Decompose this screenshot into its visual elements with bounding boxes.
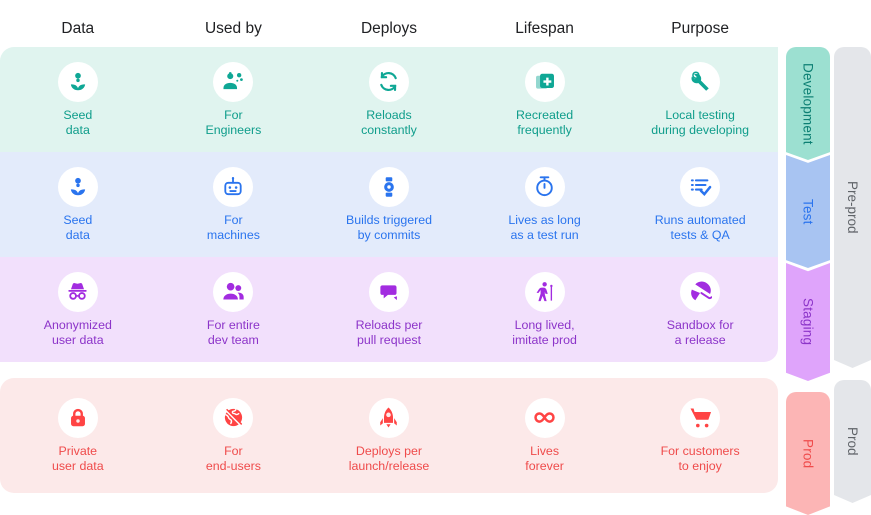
- cell-label: Lives as long as a test run: [508, 212, 581, 242]
- stage-bar-label: Prod: [800, 438, 816, 469]
- group-bar-label: Prod: [845, 427, 860, 456]
- cell-label: Builds triggered by commits: [345, 212, 433, 242]
- cell-prod-purpose: For customers to enjoy: [622, 397, 778, 474]
- column-header-purpose: Purpose: [671, 20, 730, 37]
- stage-bar-staging[interactable]: Staging: [786, 263, 830, 381]
- group-bar-pre-prod[interactable]: Pre-prod: [834, 47, 871, 368]
- group-bar-prod[interactable]: Prod: [834, 380, 871, 503]
- cell-staging-purpose: Sandbox for a release: [622, 271, 778, 348]
- cell-staging-deploys: Reloads per pull request: [311, 271, 467, 348]
- engineer-icon: [213, 61, 254, 102]
- cell-label: For machines: [206, 212, 260, 242]
- seedling-icon: [57, 166, 98, 207]
- cell-label: Deploys per launch/release: [348, 443, 430, 473]
- stopwatch-icon: [524, 166, 565, 207]
- robot-icon: [213, 166, 254, 207]
- cell-label: Anonymized user data: [43, 317, 112, 347]
- stage-bar-label: Staging: [800, 298, 816, 346]
- cell-label: Seed data: [63, 212, 93, 242]
- cell-test-purpose: Runs automated tests & QA: [622, 166, 778, 243]
- cell-staging-lifespan: Long lived, imitate prod: [467, 271, 623, 348]
- cell-label: Runs automated tests & QA: [654, 212, 746, 242]
- cell-prod-data: Private user data: [0, 397, 156, 474]
- stage-bar-label: Test: [800, 198, 816, 225]
- cell-label: For entire dev team: [206, 317, 260, 347]
- group-bar-label: Pre-prod: [845, 181, 860, 234]
- cell-label: Sandbox for a release: [666, 317, 734, 347]
- cell-test-data: Seed data: [0, 166, 156, 243]
- cell-label: For customers to enjoy: [660, 443, 740, 473]
- umbrella-icon: [680, 271, 721, 312]
- rocket-icon: [368, 397, 409, 438]
- stage-bar-development[interactable]: Development: [786, 47, 830, 160]
- duplicate-add-icon: [524, 61, 565, 102]
- cell-label: For Engineers: [205, 107, 262, 137]
- stage-bar-prod[interactable]: Prod: [786, 392, 830, 515]
- people-icon: [213, 271, 254, 312]
- environment-row-prod: Private user data For end-users: [0, 378, 778, 493]
- globe-off-icon: [213, 397, 254, 438]
- group-bars: Pre-prod Prod: [834, 47, 871, 503]
- cell-development-used-by: For Engineers: [156, 61, 312, 138]
- cell-development-deploys: Reloads constantly: [311, 61, 467, 138]
- cell-label: Seed data: [63, 107, 93, 137]
- column-header-deploys: Deploys: [360, 20, 417, 37]
- column-header-data: Data: [61, 20, 95, 37]
- cell-label: Reloads constantly: [361, 107, 417, 137]
- wrench-icon: [680, 61, 721, 102]
- cell-label: Private user data: [51, 443, 104, 473]
- stage-bars: Development Test Staging Prod: [786, 47, 830, 515]
- environment-rows: Seed data For Engineers: [0, 47, 778, 493]
- cell-test-deploys: Builds triggered by commits: [311, 166, 467, 243]
- environment-row-development: Seed data For Engineers: [0, 47, 778, 152]
- column-headers: Data Used by Deploys Lifespan Purpose: [0, 14, 778, 44]
- cell-label: For end-users: [205, 443, 261, 473]
- column-header-lifespan: Lifespan: [515, 20, 574, 37]
- cell-label: Reloads per pull request: [355, 317, 423, 347]
- cell-label: Long lived, imitate prod: [512, 317, 577, 347]
- cell-label: Lives forever: [525, 443, 564, 473]
- cell-label: Local testing during developing: [651, 107, 750, 137]
- cell-test-lifespan: Lives as long as a test run: [467, 166, 623, 243]
- watch-icon: [368, 166, 409, 207]
- environment-row-staging: Anonymized user data For entire dev team: [0, 257, 778, 362]
- seedling-icon: [57, 61, 98, 102]
- environment-row-test: Seed data For machines: [0, 152, 778, 257]
- cell-test-used-by: For machines: [156, 166, 312, 243]
- cart-icon: [680, 397, 721, 438]
- cell-development-lifespan: Recreated frequently: [467, 61, 623, 138]
- checklist-icon: [680, 166, 721, 207]
- infinity-icon: [524, 397, 565, 438]
- cell-prod-deploys: Deploys per launch/release: [311, 397, 467, 474]
- comment-icon: [368, 271, 409, 312]
- cell-staging-used-by: For entire dev team: [156, 271, 312, 348]
- column-header-used-by: Used by: [204, 20, 262, 37]
- elderly-icon: [524, 271, 565, 312]
- cell-staging-data: Anonymized user data: [0, 271, 156, 348]
- stage-bar-test[interactable]: Test: [786, 155, 830, 268]
- cell-development-data: Seed data: [0, 61, 156, 138]
- cell-label: Recreated frequently: [515, 107, 574, 137]
- cell-prod-used-by: For end-users: [156, 397, 312, 474]
- incognito-icon: [57, 271, 98, 312]
- cell-development-purpose: Local testing during developing: [622, 61, 778, 138]
- cell-prod-lifespan: Lives forever: [467, 397, 623, 474]
- refresh-icon: [368, 61, 409, 102]
- stage-bar-label: Development: [800, 62, 816, 145]
- lock-icon: [57, 397, 98, 438]
